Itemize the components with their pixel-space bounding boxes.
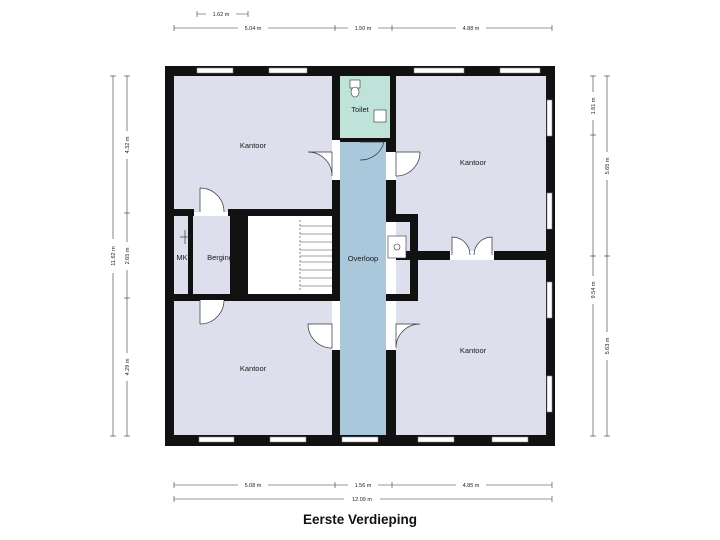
door-kantoor-ne bbox=[395, 151, 421, 177]
wall-sw-right bbox=[332, 350, 340, 435]
wall-toilet-right bbox=[390, 76, 396, 142]
window-top-2 bbox=[268, 67, 308, 74]
dim-top-right: 4.88 m bbox=[463, 26, 480, 32]
wall-left-top bbox=[165, 66, 174, 209]
dim-right-total: 9.54 m bbox=[591, 281, 597, 298]
door-ne-se-right bbox=[473, 236, 493, 256]
window-right-4 bbox=[546, 375, 553, 413]
window-right-1 bbox=[546, 99, 553, 137]
dim-top-mid: 1.50 m bbox=[355, 26, 372, 32]
wall-toilet-bottom bbox=[340, 138, 396, 142]
room-fills bbox=[174, 76, 546, 435]
wall-ne-bottom bbox=[396, 251, 450, 260]
door-kantoor-nw bbox=[307, 151, 333, 177]
doors bbox=[180, 141, 493, 349]
wall-top-left bbox=[165, 66, 325, 76]
wall-nw-right-2 bbox=[332, 180, 340, 218]
stairs bbox=[299, 220, 332, 292]
label-kantoor-se: Kantoor bbox=[460, 346, 487, 355]
wall-ne-left-top bbox=[386, 142, 396, 152]
dim-bottom-mid: 1.56 m bbox=[355, 483, 372, 489]
label-mk: MK bbox=[176, 253, 187, 262]
label-kantoor-sw: Kantoor bbox=[240, 364, 267, 373]
dim-left-mid: 2.65 m bbox=[125, 247, 131, 264]
window-top-4 bbox=[499, 67, 541, 74]
mk-area bbox=[174, 216, 188, 298]
wall-stair-right bbox=[332, 216, 340, 298]
wall-berging-right bbox=[230, 216, 248, 298]
label-toilet: Toilet bbox=[351, 105, 369, 114]
kantoor-ne-area bbox=[396, 76, 546, 251]
wall-nw-right bbox=[332, 76, 340, 140]
window-bottom-5 bbox=[491, 436, 529, 443]
dim-top-small: 1.62 m bbox=[213, 12, 230, 18]
window-bottom-2 bbox=[269, 436, 307, 443]
toilet-seat-icon bbox=[350, 86, 360, 98]
door-berging-bottom bbox=[199, 299, 225, 325]
window-right-2 bbox=[546, 192, 553, 230]
berging-area bbox=[193, 216, 230, 298]
wall-core-bottom bbox=[386, 294, 418, 301]
wall-ne-bottom-r bbox=[494, 251, 546, 260]
dim-right-top-small: 1.81 m bbox=[591, 97, 597, 114]
label-kantoor-ne: Kantoor bbox=[460, 158, 487, 167]
wall-se-left bbox=[386, 350, 396, 435]
wall-right bbox=[546, 66, 555, 446]
wall-left-mid bbox=[165, 209, 174, 300]
door-toilet bbox=[359, 141, 385, 161]
window-top-1 bbox=[196, 67, 234, 74]
dim-left-bottom: 4.29 m bbox=[125, 358, 131, 375]
wall-left-bottom bbox=[165, 300, 174, 446]
dimension-labels: 1.62 m 5.04 m 1.50 m 4.88 m 5.08 m 1.56 … bbox=[109, 10, 611, 503]
wall-nw-bottom bbox=[228, 209, 340, 216]
wall-mk-divider bbox=[188, 216, 193, 298]
wall-sw-top bbox=[174, 294, 340, 301]
dim-right-top: 5.65 m bbox=[605, 157, 611, 174]
room-labels: Kantoor Kantoor Kantoor Kantoor Toilet O… bbox=[176, 105, 486, 373]
door-berging-top bbox=[199, 187, 225, 213]
dim-left-total: 11.62 m bbox=[111, 246, 117, 266]
window-right-3 bbox=[546, 281, 553, 319]
dim-left-top: 4.32 m bbox=[125, 136, 131, 153]
sink-icon bbox=[373, 109, 387, 123]
wall-core-right-2 bbox=[410, 214, 418, 301]
label-overloop: Overloop bbox=[348, 254, 378, 263]
dim-top-left: 5.04 m bbox=[245, 26, 262, 32]
window-bottom-3 bbox=[341, 436, 379, 443]
wall-berging-top-r bbox=[228, 209, 234, 216]
fixtures bbox=[349, 79, 407, 259]
dim-bottom-left: 5.08 m bbox=[245, 483, 262, 489]
window-bottom-1 bbox=[198, 436, 235, 443]
kitchenette-tap-icon bbox=[393, 243, 401, 251]
floor-title: Eerste Verdieping bbox=[302, 512, 418, 527]
dim-bottom-right: 4.85 m bbox=[463, 483, 480, 489]
dim-right-bottom: 5.63 m bbox=[605, 337, 611, 354]
toilet-area bbox=[340, 76, 390, 142]
window-top-3 bbox=[413, 67, 465, 74]
dim-bottom-total: 12.09 m bbox=[352, 497, 372, 503]
label-berging: Berging bbox=[207, 253, 233, 262]
kantoor-se-area bbox=[396, 260, 546, 435]
wall-mk-top bbox=[174, 209, 194, 216]
overloop-area bbox=[340, 142, 386, 435]
door-kantoor-se bbox=[395, 323, 421, 349]
windows bbox=[196, 67, 553, 443]
label-kantoor-nw: Kantoor bbox=[240, 141, 267, 150]
wall-core-right bbox=[386, 214, 418, 222]
door-ne-se-left bbox=[451, 236, 471, 256]
window-bottom-4 bbox=[417, 436, 455, 443]
wall-ne-left bbox=[386, 180, 396, 218]
door-kantoor-sw bbox=[307, 323, 333, 349]
